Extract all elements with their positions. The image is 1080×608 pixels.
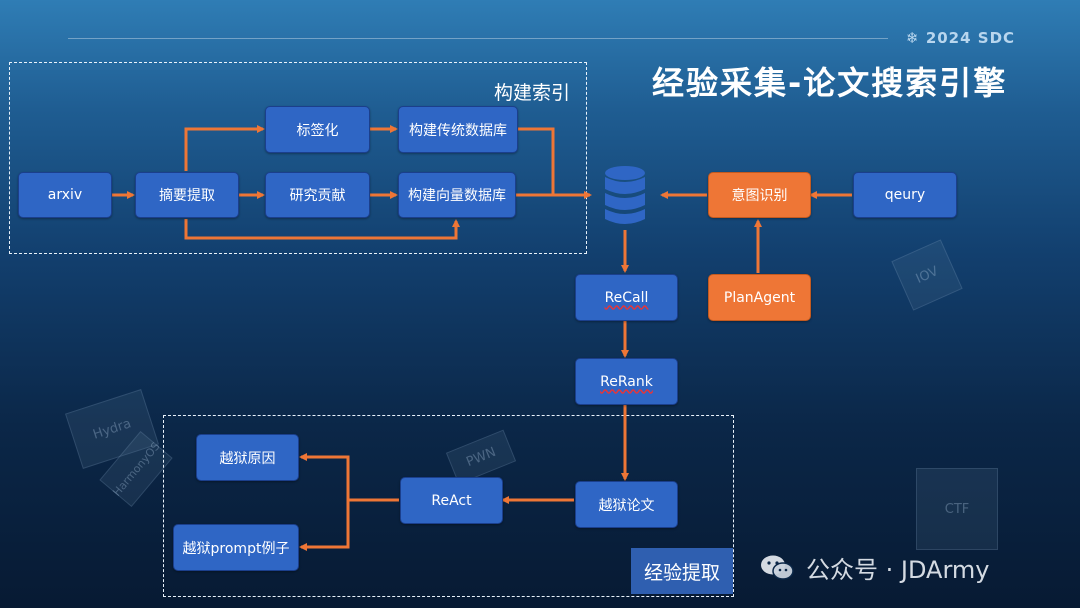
database-icon bbox=[605, 166, 645, 224]
node-research-contribution[interactable]: 研究贡献 bbox=[265, 172, 370, 218]
arrow-abstract-to-vectordb bbox=[184, 219, 460, 240]
brand-text: 2024 SDC bbox=[925, 29, 1016, 47]
extract-section-box bbox=[163, 415, 734, 597]
index-section-box bbox=[9, 62, 587, 254]
extract-section-label: 经验提取 bbox=[631, 548, 733, 594]
watermark-text: 公众号 · JDArmy bbox=[806, 556, 990, 584]
slide-title: 经验采集-论文搜索引擎 bbox=[652, 64, 1008, 102]
node-tagging[interactable]: 标签化 bbox=[265, 106, 370, 153]
node-jailbreak-reason[interactable]: 越狱原因 bbox=[196, 434, 299, 481]
bg-cube-label: CTF bbox=[944, 501, 970, 517]
wechat-icon bbox=[761, 555, 794, 580]
node-abstract-extraction[interactable]: 摘要提取 bbox=[135, 172, 239, 218]
node-jailbreak-paper[interactable]: 越狱论文 bbox=[575, 481, 678, 528]
arrow-react-to-reason bbox=[299, 453, 399, 502]
arrow-traddb-to-database bbox=[517, 127, 555, 195]
node-recall[interactable]: ReCall bbox=[575, 274, 678, 321]
watermark: 公众号 · JDArmy bbox=[760, 550, 989, 585]
brand-mark: ❄ 2024 SDC bbox=[906, 29, 1015, 47]
node-query[interactable]: qeury bbox=[853, 172, 957, 218]
node-react[interactable]: ReAct bbox=[400, 477, 503, 524]
node-rerank[interactable]: ReRank bbox=[575, 358, 678, 405]
index-section-label: 构建索引 bbox=[494, 82, 571, 104]
node-arxiv[interactable]: arxiv bbox=[18, 172, 112, 218]
header-divider bbox=[68, 38, 888, 39]
node-rerank-label: ReRank bbox=[600, 373, 653, 390]
node-build-traditional-db[interactable]: 构建传统数据库 bbox=[398, 106, 518, 153]
node-planagent[interactable]: PlanAgent bbox=[708, 274, 811, 321]
node-build-vector-db[interactable]: 构建向量数据库 bbox=[398, 172, 516, 218]
snowflake-icon: ❄ bbox=[906, 29, 920, 47]
arrow-react-to-prompt bbox=[299, 500, 350, 551]
arrow-abstract-to-tagging bbox=[184, 125, 265, 171]
bg-cube-ctf: CTF bbox=[916, 468, 998, 550]
node-intent-recognition[interactable]: 意图识别 bbox=[708, 172, 811, 218]
node-jailbreak-prompt-example[interactable]: 越狱prompt例子 bbox=[173, 524, 299, 571]
node-recall-label: ReCall bbox=[604, 289, 649, 306]
